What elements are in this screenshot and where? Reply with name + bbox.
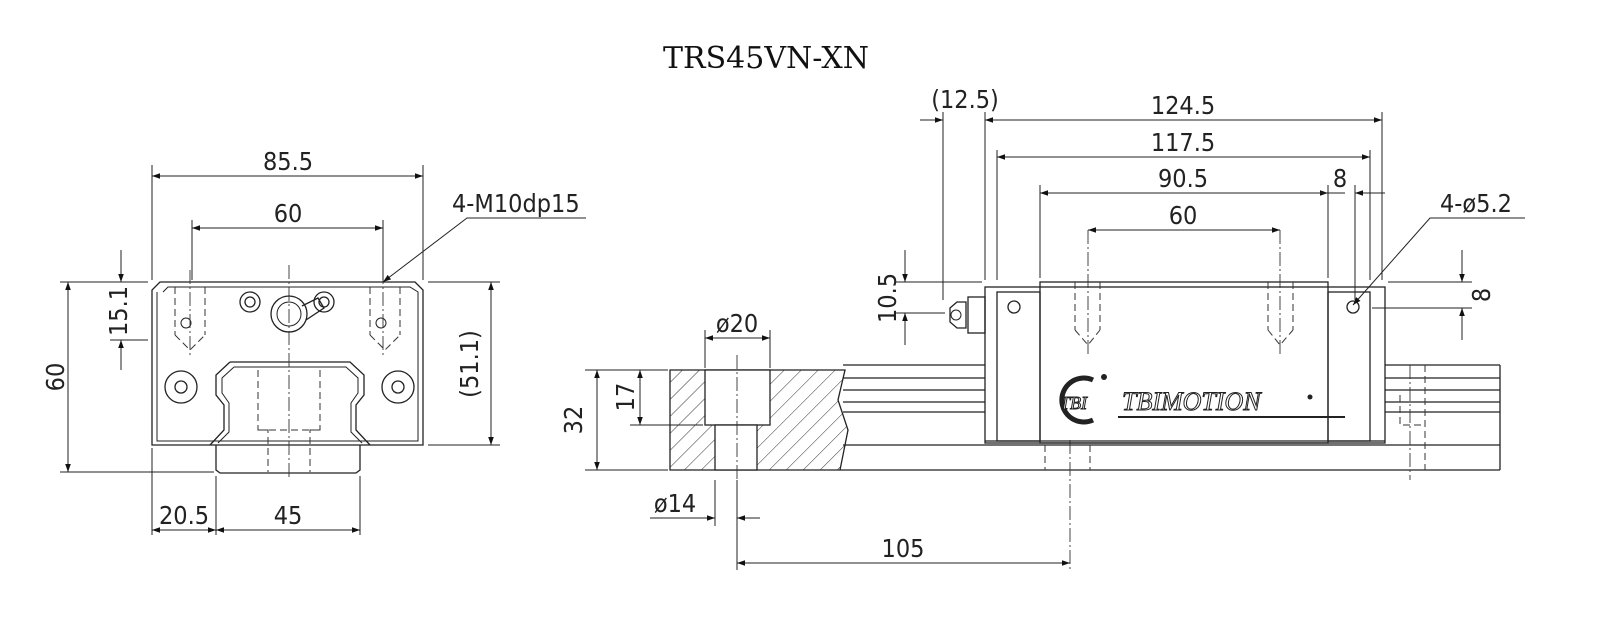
dimension-15-1: 15.1 [104,250,148,370]
carriage-block [984,230,1386,444]
dim-nipple-length: (12.5) [931,85,999,114]
logo-mark: TBI [1060,393,1088,413]
logo-brand: TBIMOTION [1122,387,1262,416]
dim-counterbore-dia: ø20 [716,309,758,338]
dim-body-length: 90.5 [1158,164,1208,193]
dim-hole-spacing: 60 [274,199,303,228]
dim-seal-length: 117.5 [1151,128,1215,157]
dim-rail-height: 32 [559,406,588,435]
dimension-60-height: 60 [41,281,214,473]
dim-plate-offset: 8 [1333,164,1347,193]
tap-note: 4-M10dp15 [452,189,580,218]
dim-block-height: (51.1) [455,330,484,398]
dimension-top-stack: (12.5) 124.5 117.5 90.5 8 60 [920,85,1385,300]
dim-tap-height: 15.1 [104,286,133,336]
dim-side-hole-spacing: 60 [1169,201,1198,230]
block-outline [151,281,424,474]
tap-note-leader: 4-M10dp15 [382,189,586,283]
rail [840,364,1501,570]
dimension-51-1: (51.1) [428,281,500,446]
rail-section [669,355,849,480]
dim-overall-length: 124.5 [1151,91,1215,120]
lube-ports [164,291,415,404]
hole-note-leader: 4-ø5.2 [1352,189,1525,306]
dim-rail-pitch: 105 [882,534,925,563]
tapped-holes [174,270,401,355]
dim-hole-dia: ø14 [654,489,696,518]
drawing-title: TRS45VN-XN [663,41,869,76]
dimension-85-5: 85.5 [151,147,424,280]
end-view: 85.5 60 4-M10dp15 15.1 60 (51.1) [41,147,586,535]
side-view: TBI TBIMOTION (12.5) 124.5 117.5 90.5 8 … [559,85,1525,570]
dim-overall-width: 85.5 [263,147,313,176]
dimension-8-right: 8 [1372,250,1496,340]
dimension-counterbore: ø20 17 32 [559,309,771,471]
hole-note: 4-ø5.2 [1440,189,1512,218]
rail-bolt-hole [257,265,321,480]
dim-hole-height: 8 [1467,288,1496,302]
dim-total-height: 60 [41,363,70,392]
dim-counterbore-depth: 17 [611,383,640,412]
dimension-hole-dia: ø14 [650,480,760,570]
tbi-logo: TBI TBIMOTION [1059,374,1345,425]
grease-nipple [949,296,986,334]
dimension-60-top: 60 [191,199,384,280]
dimension-10-5: 10.5 [873,250,982,345]
dim-rail-width: 45 [274,501,303,530]
dimension-bottom: 20.5 45 [151,448,361,535]
dimension-105: 105 [737,534,1070,566]
dim-side-offset: 20.5 [159,501,209,530]
dim-nipple-height: 10.5 [873,273,902,323]
